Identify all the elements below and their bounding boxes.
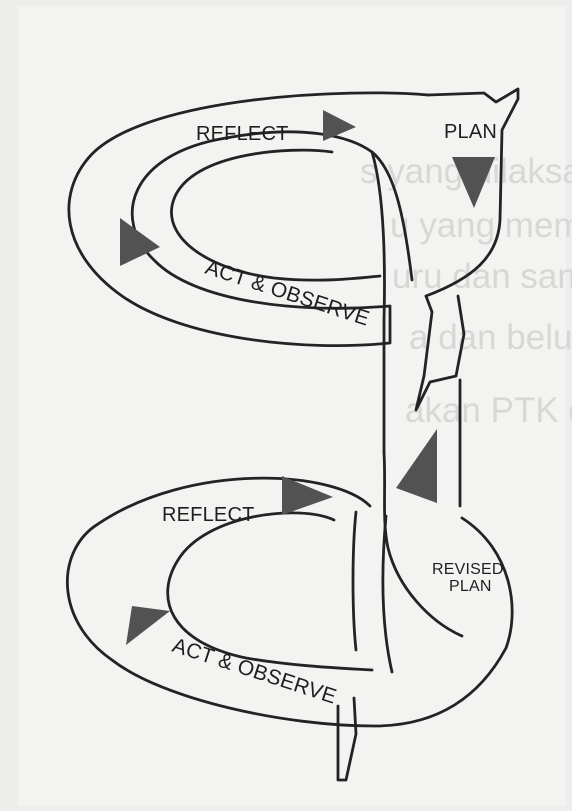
arrow-triangle-cycle-2-act: [126, 606, 170, 645]
cycle-1-plan-band: [424, 87, 520, 298]
cycle-1-act-label: ACT & OBSERVE: [202, 256, 372, 331]
cycle-2-revised-plan-label-line2: PLAN: [449, 578, 492, 595]
cycle-2-revised-plan-arc: [382, 450, 464, 638]
cycle-2-outer-loop: [66, 476, 514, 728]
cycle-2-reflect-label: REFLECT: [162, 504, 255, 526]
cycle-1-connector: [414, 294, 466, 412]
cycle-2-exit-tail: [336, 696, 358, 782]
cycle-1-plan-label: PLAN: [444, 121, 497, 143]
cycle-2-revised-plan-band-inner: [351, 510, 358, 652]
cycle-1-inner-loop: [170, 148, 382, 282]
arrow-triangle-cycle-1-act: [120, 218, 160, 266]
cycle-2-revised-plan-label-line1: REVISED: [432, 561, 504, 578]
arrow-triangle-connector: [396, 429, 437, 503]
arrow-triangle-cycle-1-reflect: [323, 110, 356, 141]
arrow-triangle-cycle-1-plan: [452, 157, 495, 208]
cycle-1-plan-inner-edge: [370, 150, 386, 322]
cycle-2: [66, 318, 514, 782]
cycle-1-reflect-label: REFLECT: [196, 123, 289, 145]
cycle-2-inner-loop: [166, 511, 374, 672]
arrow-triangle-cycle-2-reflect: [282, 476, 333, 515]
